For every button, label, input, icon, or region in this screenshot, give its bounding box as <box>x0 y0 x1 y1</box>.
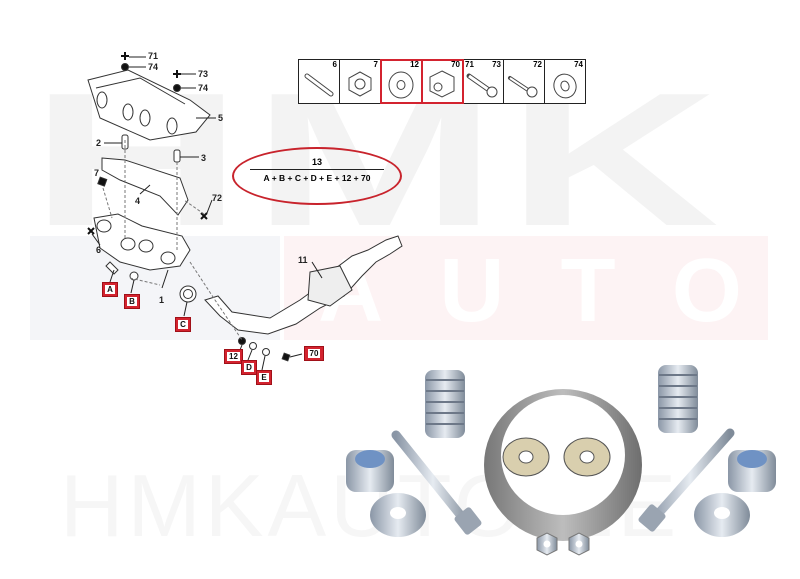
callout-74: 74 <box>148 62 159 72</box>
callout-3: 3 <box>201 153 207 163</box>
callout-2: 2 <box>96 138 102 148</box>
callout-74: 74 <box>198 83 209 93</box>
callout-72: 72 <box>212 193 223 203</box>
callout-6: 6 <box>96 245 102 255</box>
parts-strip: 6 7 12 70 71 73 72 74 <box>298 59 586 104</box>
washer-icon <box>388 71 414 99</box>
part-label-a: A <box>102 282 118 297</box>
formula-brace <box>250 169 384 174</box>
cup-washer-left-icon <box>370 493 426 537</box>
callout-11: 11 <box>298 255 308 265</box>
hex-nut-icon <box>429 70 455 98</box>
product-photo <box>346 365 776 556</box>
parts-cell-74: 74 <box>545 60 585 103</box>
part-label-12: 12 <box>224 349 243 364</box>
parts-cell-70: 70 <box>421 59 464 104</box>
parts-cell-71-73: 71 73 <box>463 60 504 103</box>
spring-left-icon <box>425 370 465 438</box>
gasket-ring-icon <box>484 389 642 541</box>
nuts-icon <box>536 532 590 556</box>
callout-7: 7 <box>94 168 100 178</box>
kit-total-number: 13 <box>311 157 322 167</box>
parts-cell-7: 7 <box>340 60 381 103</box>
kit-formula-expression: A + B + C + D + E + 12 + 70 <box>263 173 371 183</box>
washer-discs-icon <box>502 437 611 477</box>
part-label-c: C <box>175 317 191 332</box>
stud-icon <box>304 73 334 97</box>
bolt-right-icon <box>638 428 735 532</box>
part-label-70: 70 <box>304 346 324 361</box>
part-label-d: D <box>241 360 257 375</box>
bolt-icon <box>466 73 498 98</box>
part-label-b: B <box>124 294 140 309</box>
callout-5: 5 <box>218 113 224 123</box>
sleeve-right-icon <box>728 450 776 492</box>
parts-cell-6: 6 <box>299 60 340 103</box>
flange-nut-icon <box>348 71 372 97</box>
parts-cell-12: 12 <box>380 59 423 104</box>
kit-formula: 13 A + B + C + D + E + 12 + 70 <box>232 147 402 205</box>
part-label-e: E <box>256 370 272 385</box>
callout-73: 73 <box>198 69 209 79</box>
callout-1: 1 <box>159 295 165 305</box>
callout-71: 71 <box>148 51 159 61</box>
lock-washer-icon <box>553 73 577 99</box>
parts-cell-72: 72 <box>504 60 545 103</box>
cup-washer-right-icon <box>694 493 750 537</box>
flange-bolt-icon <box>508 76 538 98</box>
callout-4: 4 <box>135 196 141 206</box>
bolt-left-icon <box>391 430 482 535</box>
spring-right-icon <box>658 365 698 433</box>
sleeve-left-icon <box>346 450 394 492</box>
